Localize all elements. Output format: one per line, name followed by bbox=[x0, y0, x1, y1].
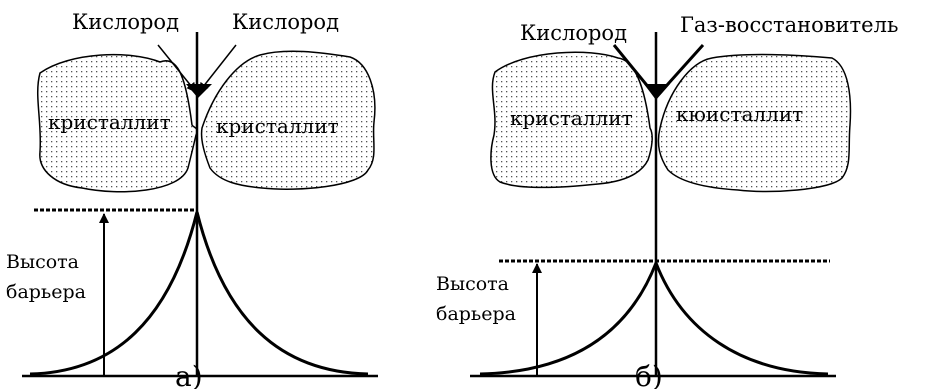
panel-a: Кислород Кислород кристаллит кристаллит … bbox=[6, 10, 378, 389]
panel-a-caption: а) bbox=[175, 360, 203, 389]
panel-b-caption: б) bbox=[635, 360, 663, 389]
barrier-label-line1: Высота bbox=[6, 251, 79, 273]
crystallite-label-left-b: кристаллит bbox=[510, 106, 633, 130]
oxygen-label-b: Кислород bbox=[520, 21, 627, 45]
barrier-label-line2: барьера bbox=[6, 281, 86, 303]
arrowhead-center bbox=[186, 84, 212, 98]
oxygen-label-right: Кислород bbox=[232, 10, 339, 34]
potential-barrier-curve bbox=[29, 211, 369, 376]
crystallite-label-right-b: кюисталлит bbox=[676, 102, 803, 126]
crystallite-right-shape bbox=[200, 50, 376, 190]
crystallite-label-right: кристаллит bbox=[216, 114, 339, 138]
oxygen-label-left: Кислород bbox=[72, 10, 179, 34]
panel-b: Кислород Газ-восстановитель кристаллит к… bbox=[436, 13, 898, 389]
barrier-label-line2-b: барьера bbox=[436, 303, 516, 325]
arrowhead-center-b bbox=[644, 84, 670, 100]
crystallite-left-shape-b bbox=[490, 51, 653, 189]
reducing-gas-label-b: Газ-восстановитель bbox=[680, 13, 898, 37]
crystallite-label-left: кристаллит bbox=[48, 110, 171, 134]
crystallite-left-shape bbox=[36, 53, 199, 193]
barrier-label-line1-b: Высота bbox=[436, 273, 509, 295]
crystallite-right-shape-b bbox=[657, 53, 852, 193]
potential-barrier-curve-b bbox=[479, 258, 829, 376]
